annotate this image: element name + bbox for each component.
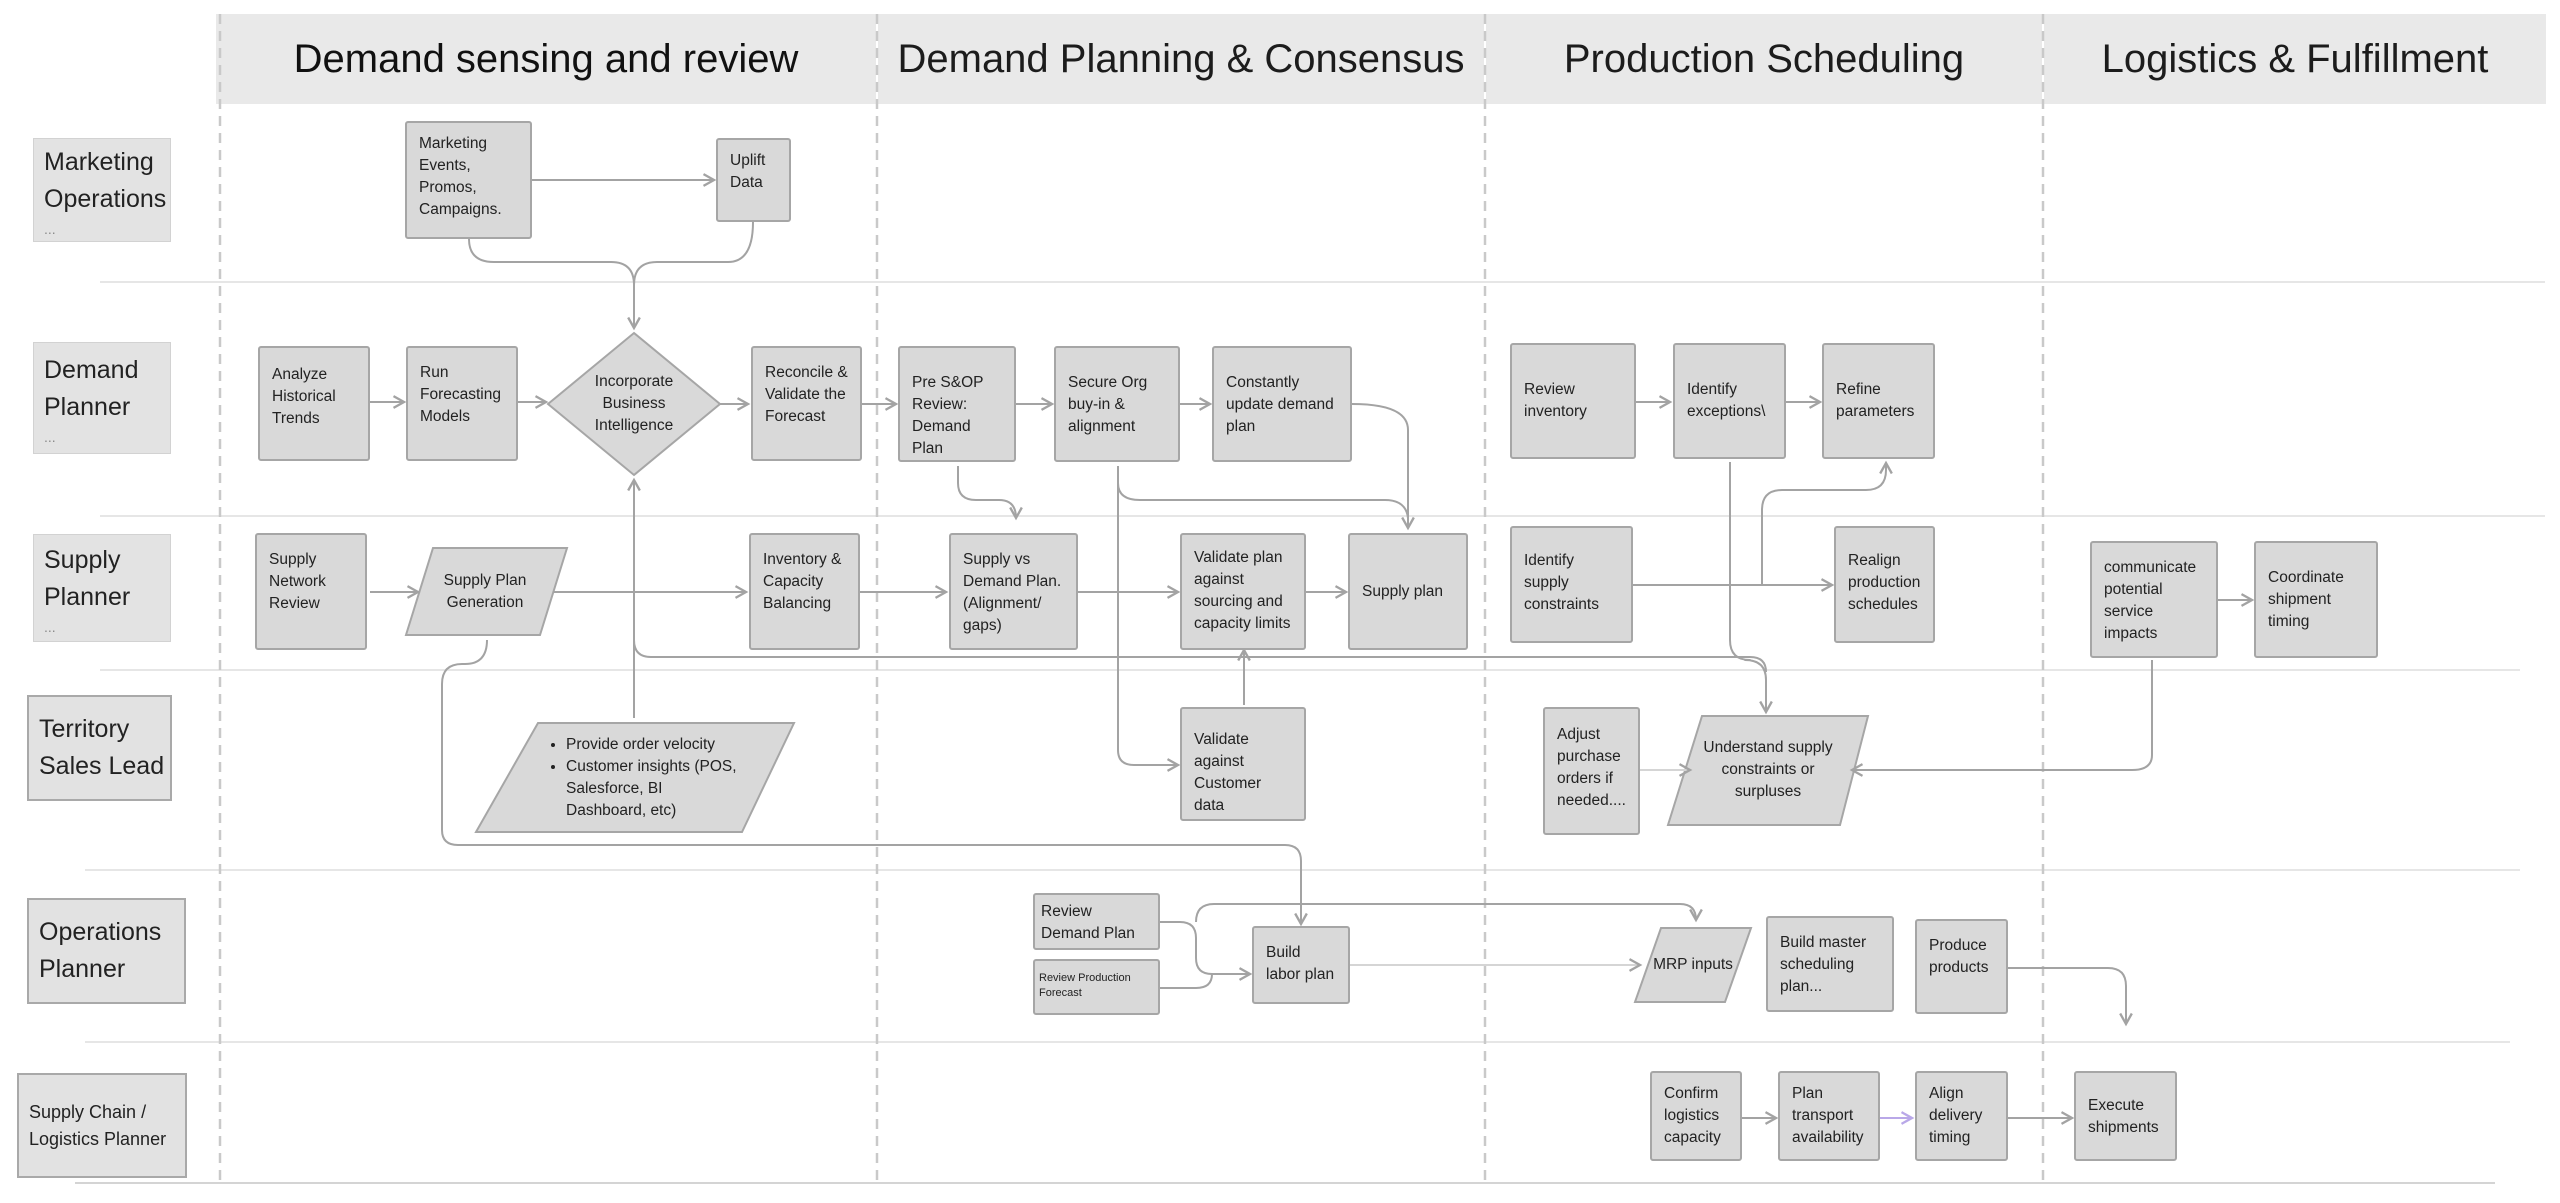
node-produce-products: Produce products [1915, 919, 2008, 1014]
node-validate-sourcing: Validate plan against sourcing and capac… [1180, 533, 1306, 650]
lane-demand-planner: Demand Planner ... [33, 342, 171, 454]
mrp-inputs-shape [1633, 927, 1753, 1003]
phase-dividers [218, 14, 2045, 1183]
node-marketing-events: Marketing Events, Promos, Campaigns. [405, 121, 532, 239]
node-execute-shipments: Execute shipments [2074, 1071, 2177, 1161]
lane-operations-planner: Operations Planner [27, 898, 186, 1004]
phase-header-demand-sensing: Demand sensing and review [216, 14, 876, 104]
node-confirm-logistics: Confirm logistics capacity [1650, 1071, 1742, 1161]
lane-more: ... [44, 221, 56, 237]
lane-supply-planner: Supply Planner ... [33, 534, 171, 642]
bullet-customer-insights: Customer insights (POS, Salesforce, BI D… [566, 756, 744, 822]
node-incorporate-bi: Incorporate Business Intelligence [594, 373, 674, 434]
phase-header-production-scheduling: Production Scheduling [1486, 14, 2042, 104]
phase-header-demand-planning: Demand Planning & Consensus [878, 14, 1484, 104]
node-refine-parameters: Refine parameters [1822, 343, 1935, 459]
node-customer-insights: Provide order velocity Customer insights… [548, 728, 744, 828]
node-communicate-impacts: communicate potential service impacts [2090, 541, 2218, 658]
node-supply-plan: Supply plan [1348, 533, 1468, 650]
node-validate-customer: Validate against Customer data [1180, 707, 1306, 821]
node-review-inventory: Review inventory [1510, 343, 1636, 459]
node-supply-plan-generation: Supply Plan Generation [443, 572, 527, 611]
node-secure-org: Secure Org buy-in & alignment [1054, 346, 1180, 462]
node-supply-network: Supply Network Review [255, 533, 367, 650]
node-adjust-po: Adjust purchase orders if needed.... [1543, 707, 1640, 835]
node-supply-vs-demand: Supply vs Demand Plan. (Alignment/ gaps) [949, 533, 1078, 650]
lane-separators [75, 281, 2545, 1184]
lane-more: ... [44, 619, 56, 635]
lane-label: Marketing Operations [44, 148, 167, 213]
understand-supply-shape [1666, 715, 1870, 826]
node-update-plan: Constantly update demand plan [1212, 346, 1352, 462]
supply-plan-generation-shape [404, 547, 569, 636]
lane-label: Territory Sales Lead [39, 715, 165, 780]
lane-label: Demand Planner [44, 356, 139, 421]
lane-logistics-planner: Supply Chain / Logistics Planner [17, 1073, 187, 1178]
lane-label: Operations Planner [39, 918, 162, 983]
node-build-master: Build master scheduling plan... [1766, 916, 1894, 1012]
node-review-production-forecast: Review Production Forecast [1033, 959, 1160, 1015]
lane-label: Supply Chain / Logistics Planner [29, 1101, 167, 1149]
customer-insights-list: Provide order velocity Customer insights… [548, 734, 744, 822]
node-plan-transport: Plan transport availability [1778, 1071, 1880, 1161]
node-align-delivery: Align delivery timing [1915, 1071, 2008, 1161]
node-review-demand-plan: Review Demand Plan [1033, 893, 1160, 950]
node-pre-sop: Pre S&OP Review: Demand Plan [898, 346, 1016, 462]
node-identify-exceptions: Identify exceptions\ [1673, 343, 1786, 459]
lane-territory-sales-lead: Territory Sales Lead [27, 695, 172, 801]
bullet-order-velocity: Provide order velocity [566, 734, 744, 756]
lane-marketing-operations: Marketing Operations ... [33, 138, 171, 242]
customer-insights-shape [474, 722, 796, 833]
node-reconcile: Reconcile & Validate the Forecast [751, 346, 862, 461]
node-realign-schedules: Realign production schedules [1834, 526, 1935, 643]
node-understand-supply: Understand supply constraints or surplus… [1703, 739, 1833, 800]
incorporate-bi-diamond [546, 331, 722, 477]
node-inventory-capacity: Inventory & Capacity Balancing [749, 533, 860, 650]
lane-label: Supply Planner [44, 546, 131, 611]
phase-header-logistics: Logistics & Fulfillment [2044, 14, 2546, 104]
node-run-models: Run Forecasting Models [406, 346, 518, 461]
node-uplift-data: Uplift Data [716, 138, 791, 222]
node-build-labor: Build labor plan [1252, 926, 1350, 1004]
node-identify-constraints: Identify supply constraints [1510, 526, 1633, 643]
node-coordinate-timing: Coordinate shipment timing [2254, 541, 2378, 658]
lane-more: ... [44, 429, 56, 445]
node-analyze-trends: Analyze Historical Trends [258, 346, 370, 461]
node-mrp-inputs: MRP inputs [1653, 956, 1733, 973]
